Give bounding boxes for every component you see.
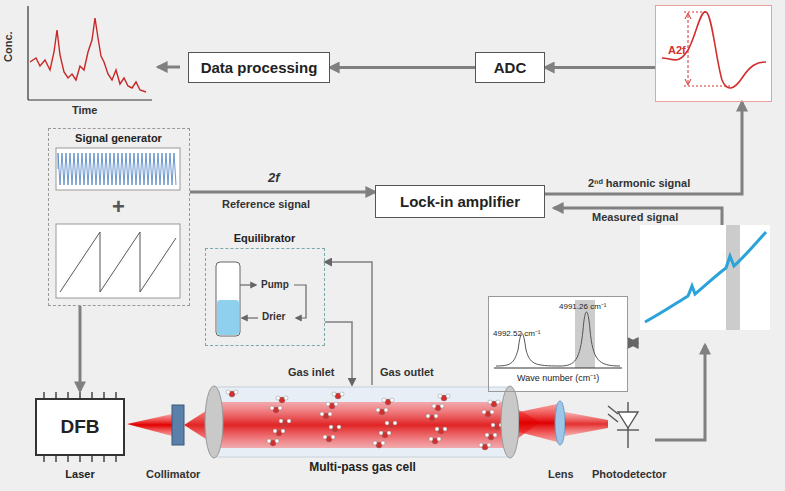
connector [545, 66, 655, 69]
edge-label: 2ⁿᵈ harmonic signal [588, 177, 690, 189]
output-arrow [158, 66, 180, 69]
double-arrow [629, 342, 637, 344]
detector-arrow [655, 345, 705, 440]
text-label: Conc. [2, 31, 14, 62]
node-text: 4992.52 cm⁻¹ [493, 327, 540, 338]
connector [190, 191, 375, 194]
equilibrator-internals [216, 262, 306, 336]
text-label: Time [72, 104, 97, 116]
node-text: Lock-in amplifier [400, 193, 520, 210]
text-label: Photodetector [592, 468, 667, 480]
lens [555, 401, 565, 445]
conc-plot [28, 6, 152, 100]
text-label: + [112, 194, 125, 220]
second-harmonic-plot [655, 5, 772, 102]
node-text: A2f [668, 44, 686, 56]
diagram-node: ADC [475, 52, 545, 83]
diagram-node: A2f [655, 5, 772, 102]
measured-signal-line [554, 208, 722, 225]
diagram-node: Data processing [188, 52, 330, 83]
spectrum-inset [488, 296, 628, 392]
text-label: Pump [261, 279, 289, 290]
node-text: DFB [37, 416, 123, 438]
node-text: Signal generator [49, 132, 188, 144]
text-label: Gas inlet [288, 366, 334, 378]
diagram-node: Equilibrator [205, 248, 325, 346]
diagram-node: 4992.52 cm⁻¹ 4991.26 cm⁻¹ Wave number (cm⁻… [488, 296, 628, 392]
diagram-node: Lock-in amplifier [375, 185, 545, 218]
text-label: Lens [548, 468, 574, 480]
photodetector-symbol [608, 402, 639, 448]
laser-beam-focus [565, 412, 608, 436]
connector [79, 306, 82, 391]
node-text: Multi-pass gas cell [205, 460, 520, 474]
diagram-node: DFBLaser [35, 398, 125, 456]
laser-beam-out [519, 404, 557, 442]
node-text: 4991.26 cm⁻¹ [559, 300, 606, 311]
node-text: ADC [494, 59, 527, 76]
laser-beam [127, 414, 172, 436]
connector [545, 102, 742, 194]
text-label: Drier [262, 311, 285, 322]
node-text: Laser [37, 468, 123, 480]
diagram-node: Multi-pass gas cell [205, 385, 520, 477]
text-label: Measured signal [592, 211, 678, 223]
text-label: Reference signal [222, 198, 310, 210]
text-label: Collimator [146, 468, 200, 480]
edge-label: 2f [268, 170, 280, 185]
collimator [172, 405, 184, 445]
connector [330, 66, 475, 69]
node-text: Wave number (cm⁻¹) [517, 371, 599, 384]
signal-waveforms [56, 148, 180, 298]
detector-signal-plot [640, 225, 770, 330]
node-text: Data processing [201, 59, 318, 76]
gas-cell [184, 386, 540, 458]
text-label: Gas outlet [380, 366, 434, 378]
node-text: Equilibrator [206, 232, 323, 244]
